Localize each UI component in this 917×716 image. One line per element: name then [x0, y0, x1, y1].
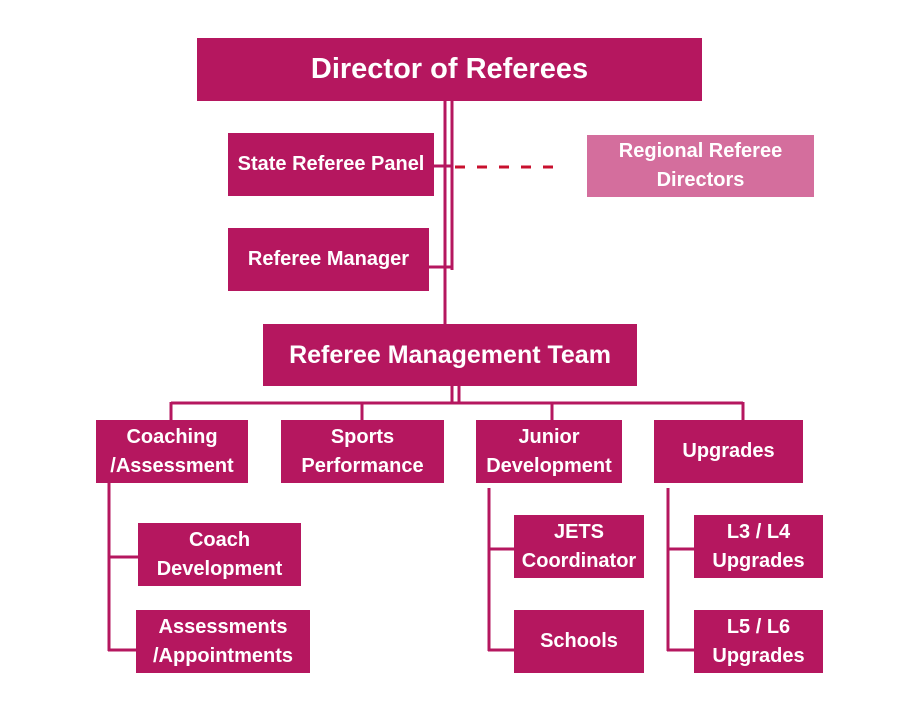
sports-performance-box: Sports Performance — [281, 420, 444, 483]
upgrades-box: Upgrades — [654, 420, 803, 483]
director-of-referees-box: Director of Referees — [197, 38, 702, 101]
coaching-assessment-box: Coaching /Assessment — [96, 420, 248, 483]
state-referee-panel-box: State Referee Panel — [228, 133, 434, 196]
coach-development-box: Coach Development — [138, 523, 301, 586]
assessments-appointments-box: Assessments /Appointments — [136, 610, 310, 673]
referee-management-team-box: Referee Management Team — [263, 324, 637, 386]
jets-coordinator-box: JETS Coordinator — [514, 515, 644, 578]
schools-box: Schools — [514, 610, 644, 673]
l5-l6-upgrades-box: L5 / L6 Upgrades — [694, 610, 823, 673]
referee-manager-box: Referee Manager — [228, 228, 429, 291]
l3-l4-upgrades-box: L3 / L4 Upgrades — [694, 515, 823, 578]
junior-development-box: Junior Development — [476, 420, 622, 483]
regional-referee-directors-box: Regional Referee Directors — [587, 135, 814, 197]
